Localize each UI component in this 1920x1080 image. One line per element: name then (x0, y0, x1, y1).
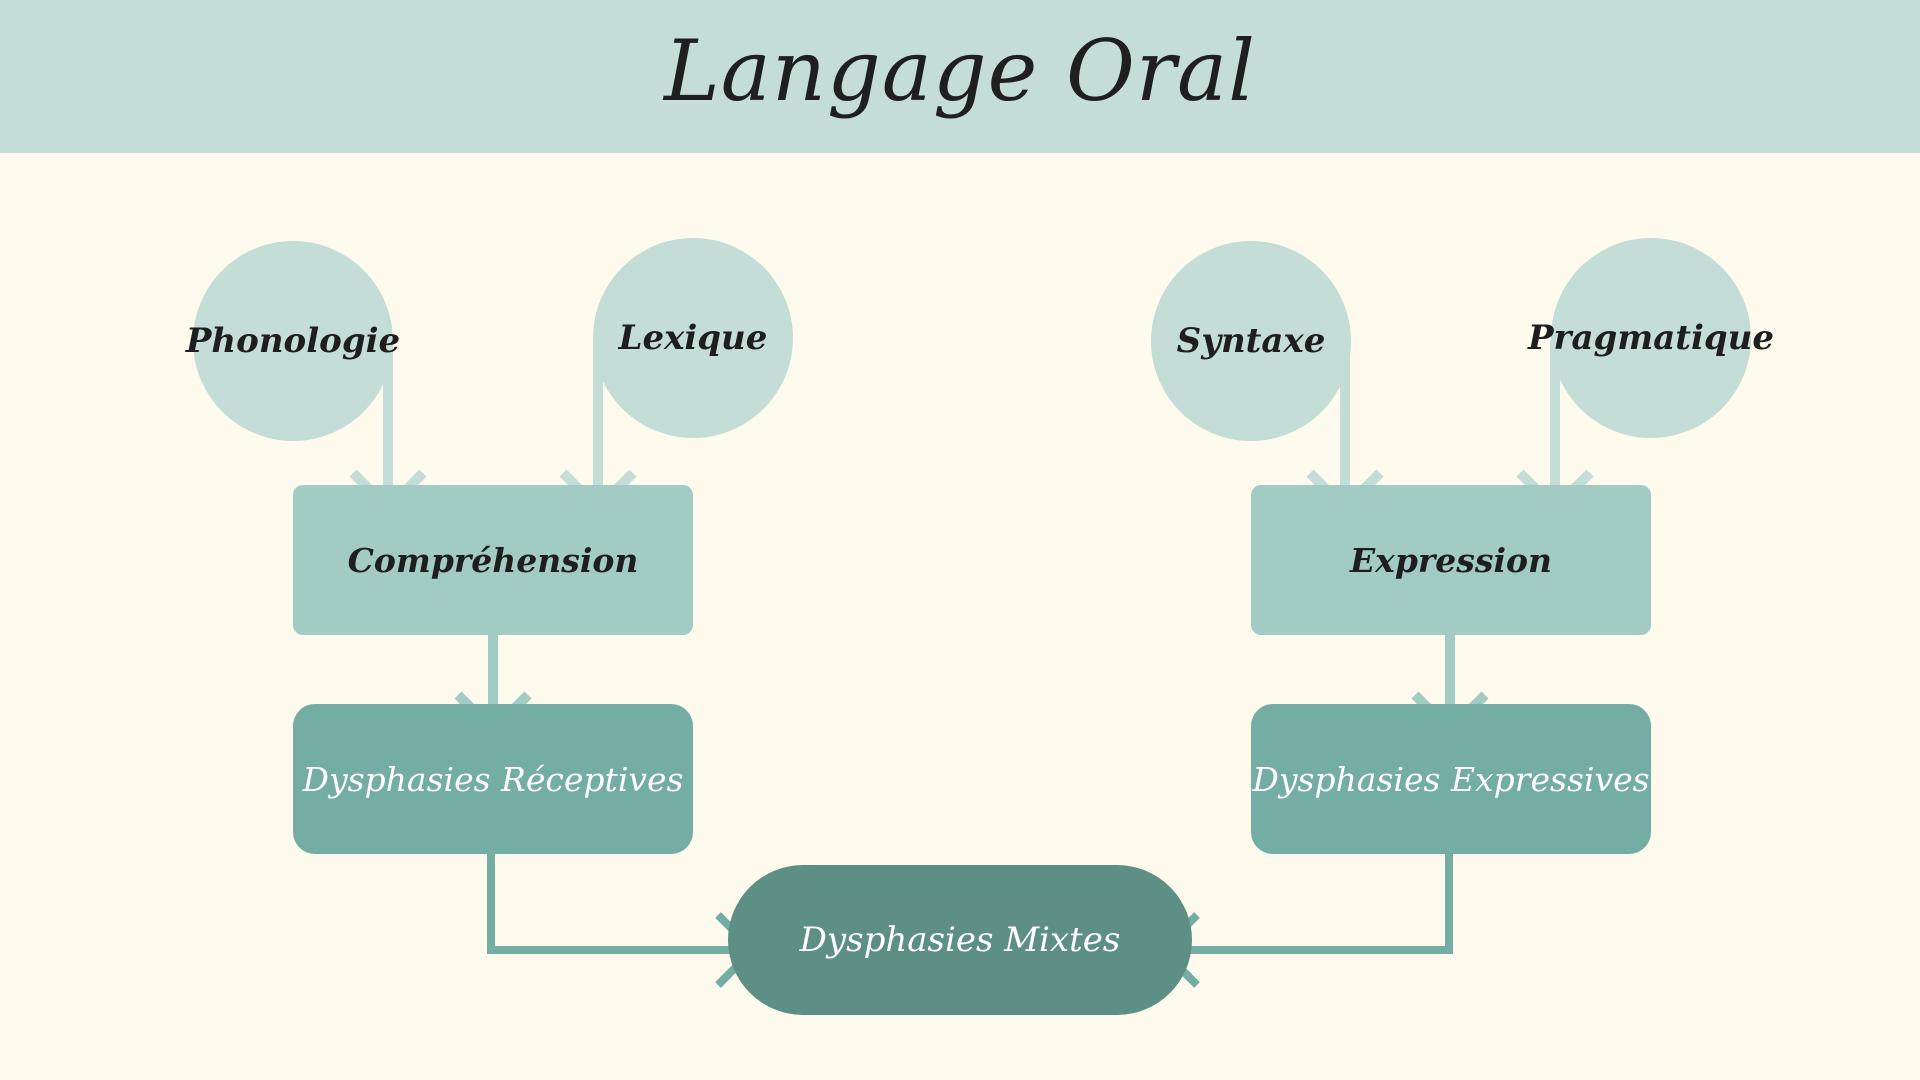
node-lexique-label: Lexique (618, 318, 768, 358)
node-comprehension-label: Compréhension (347, 540, 639, 580)
arrow-expressives-mixtes (1156, 850, 1453, 988)
node-phonologie-label: Phonologie (185, 321, 401, 361)
node-dysphasies-mixtes: Dysphasies Mixtes (728, 865, 1192, 1015)
node-phonologie: Phonologie (186, 241, 400, 441)
node-expression-label: Expression (1350, 540, 1552, 580)
node-syntaxe: Syntaxe (1151, 241, 1351, 441)
node-syntaxe-label: Syntaxe (1176, 321, 1326, 361)
node-dysphasies-receptives: Dysphasies Réceptives (293, 704, 693, 854)
node-dysphasies-mixtes-label: Dysphasies Mixtes (799, 920, 1121, 960)
header-bar (0, 0, 1920, 153)
node-lexique: Lexique (593, 238, 793, 438)
node-dysphasies-receptives-label: Dysphasies Réceptives (302, 759, 684, 799)
node-pragmatique-label: Pragmatique (1527, 318, 1775, 358)
page-title: Langage Oral (664, 22, 1256, 120)
node-comprehension: Compréhension (293, 485, 693, 635)
node-dysphasies-expressives: Dysphasies Expressives (1251, 704, 1651, 854)
node-expression: Expression (1251, 485, 1651, 635)
node-dysphasies-expressives-label: Dysphasies Expressives (1252, 759, 1650, 799)
arrow-receptives-mixtes (487, 850, 759, 988)
node-pragmatique: Pragmatique (1528, 238, 1774, 438)
